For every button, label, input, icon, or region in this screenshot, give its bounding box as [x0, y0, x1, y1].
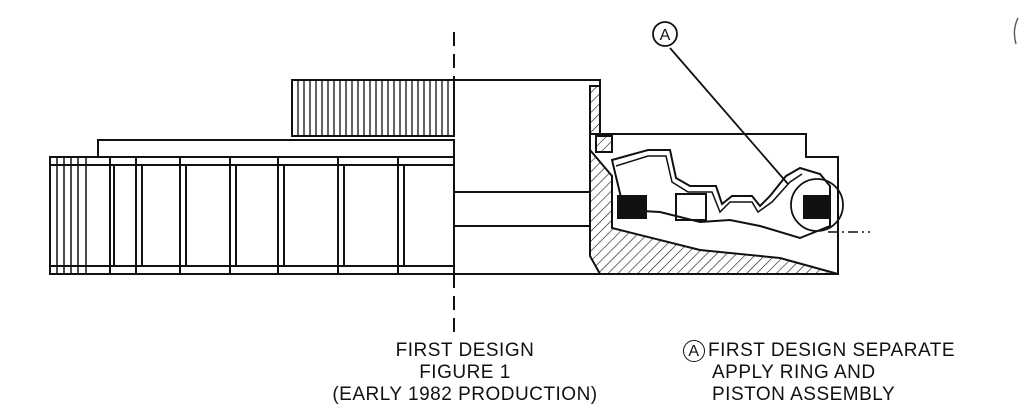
seal-right — [803, 195, 831, 219]
figure-caption: FIRST DESIGN FIGURE 1 (EARLY 1982 PRODUC… — [300, 340, 630, 406]
edge-grooves — [56, 157, 87, 274]
legend-marker: A — [683, 340, 705, 362]
right-sectional-view — [454, 47, 870, 275]
caption-line-3: (EARLY 1982 PRODUCTION) — [332, 384, 598, 405]
flange-plate — [97, 139, 455, 158]
edge-mark — [1013, 17, 1019, 45]
callout-leader-line — [669, 47, 789, 185]
left-exterior-view — [49, 79, 455, 275]
cap-wall-hatched — [589, 85, 601, 135]
knurl-lines — [297, 80, 449, 136]
legend-line-2: APPLY RING AND — [712, 362, 876, 384]
caption-line-1: FIRST DESIGN — [395, 340, 535, 361]
legend-line-3: PISTON ASSEMBLY — [712, 384, 896, 406]
callout-highlight-circle — [790, 178, 844, 232]
callout-circle — [652, 21, 678, 47]
top-seal — [595, 135, 613, 153]
piston-profile — [610, 149, 831, 240]
callout-letter: A — [660, 27, 671, 44]
housing-hatched-section — [589, 147, 839, 275]
legend-text-1: FIRST DESIGN SEPARATE — [708, 340, 955, 362]
apply-ring-block — [675, 193, 707, 221]
body-bands — [109, 157, 405, 274]
caption-line-2: FIGURE 1 — [419, 362, 511, 383]
seal-left — [617, 195, 647, 219]
